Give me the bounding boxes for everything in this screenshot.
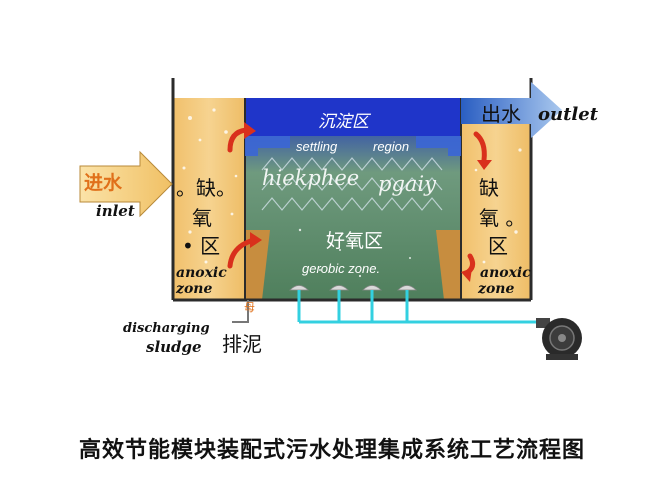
left-anoxic-en-2: zone [176, 281, 213, 297]
figure-caption: 高效节能模块装配式污水处理集成系统工艺流程图 [78, 437, 585, 463]
left-anoxic-zh-2: 氧 [192, 206, 212, 230]
settling-label-en: settling [296, 139, 338, 154]
inlet-arrow [79, 150, 173, 218]
outlet-label-zh: 出水 [481, 102, 521, 126]
left-settling-channel [245, 136, 290, 156]
inlet-label-en: inlet [96, 202, 135, 220]
distorted-label-a: hiekphee [262, 166, 360, 190]
right-anoxic-zh-2: 氧 。 [479, 206, 526, 230]
region-label-en: region [373, 139, 410, 154]
right-anoxic-en-2: zone [478, 281, 515, 297]
aeration-diffusers [289, 285, 417, 291]
inlet-label-zh: 进水 [84, 172, 123, 194]
sludge-pipe [232, 300, 249, 323]
blower [536, 318, 582, 360]
air-pipes [297, 290, 548, 324]
right-anoxic-zh-3: 区 [488, 234, 508, 258]
right-anoxic-zh-1: 缺 [479, 176, 499, 200]
right-settling-channel [416, 136, 461, 156]
discharging-label: discharging [123, 321, 210, 336]
left-hopper-wall [245, 230, 270, 300]
sludge-label-zh: 排泥 [222, 332, 262, 356]
tube-settlers [261, 157, 443, 211]
bubbles [182, 108, 522, 278]
sludge-label: sludge [146, 338, 202, 356]
right-anoxic-en-1: anoxic [480, 265, 531, 281]
left-anoxic-zh-1: 。缺。 [176, 176, 236, 200]
settling-zone [245, 98, 461, 136]
flow-arrowheads [244, 122, 492, 282]
settling-zone-label: 沉淀区 [318, 112, 369, 132]
outlet-label-en: outlet [538, 104, 599, 125]
aerobic-label-en: gerobic zone. [302, 261, 381, 276]
distorted-label-b: pgaiy [378, 172, 436, 196]
outlet-arrow [461, 82, 562, 138]
left-anoxic-en-1: anoxic [176, 265, 227, 281]
left-anoxic-chamber [173, 98, 245, 300]
small-mark: 母 [244, 301, 255, 314]
left-anoxic-zh-3: • 区 [182, 234, 221, 258]
right-hopper-wall [436, 230, 461, 300]
aerobic-zone-label: 好氧区 [326, 230, 384, 252]
